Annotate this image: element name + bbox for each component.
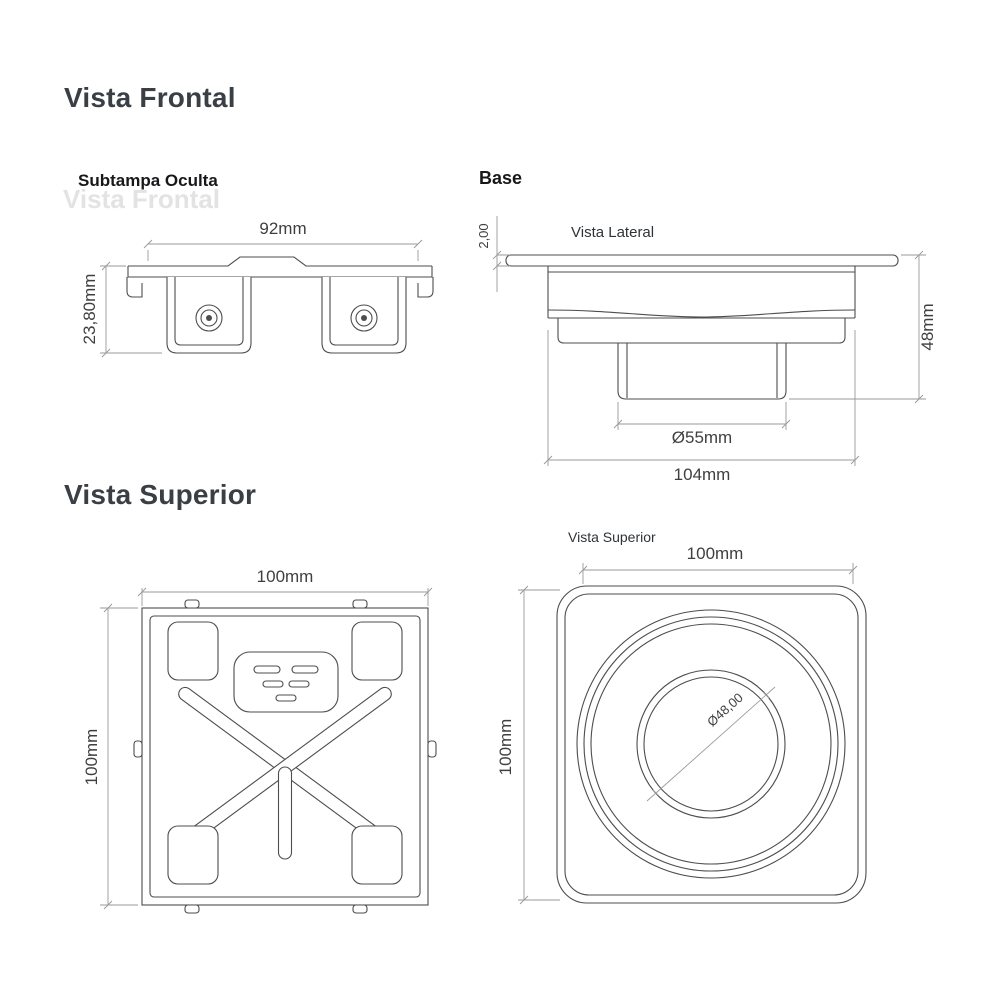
watermark-vista-frontal: Vista Frontal xyxy=(63,184,221,214)
superior-left-dimensions: 100mm 100mm xyxy=(82,567,433,910)
frontal-right-bolt-icon xyxy=(361,315,367,321)
frontal-view-drawing xyxy=(126,256,434,354)
lateral-view-drawing xyxy=(505,254,899,400)
label-subtampa-oculta: Subtampa Oculta xyxy=(78,171,218,190)
heading-vista-superior: Vista Superior xyxy=(64,479,257,510)
superior-right-height-dimension: 100mm xyxy=(496,719,515,776)
frontal-view-dimensions: 92mm 23,80mm xyxy=(80,219,423,358)
superior-right-width-dimension: 100mm xyxy=(687,544,744,563)
lateral-flange-thickness-dimension: 2,00 xyxy=(476,223,491,248)
lateral-height-dimension: 48mm xyxy=(918,303,937,350)
frontal-left-bolt-icon xyxy=(206,315,212,321)
frontal-height-dimension: 23,80mm xyxy=(80,274,99,345)
heading-vista-frontal: Vista Frontal xyxy=(64,82,236,113)
label-vista-superior-detail: Vista Superior xyxy=(568,529,656,545)
superior-right-dimensions: 100mm 100mm xyxy=(496,544,858,905)
lateral-view-dimensions: 2,00 48mm Ø55mm 104mm xyxy=(476,216,937,484)
label-base: Base xyxy=(479,168,523,188)
superior-left-width-dimension: 100mm xyxy=(257,567,314,586)
lateral-outlet-diameter-dimension: Ø55mm xyxy=(672,428,732,447)
superior-left-drawing xyxy=(133,599,437,914)
label-vista-lateral: Vista Lateral xyxy=(571,224,655,241)
superior-right-drawing: Ø48,00 xyxy=(556,585,867,904)
lateral-width-dimension: 104mm xyxy=(674,465,731,484)
superior-left-height-dimension: 100mm xyxy=(82,729,101,786)
frontal-width-dimension: 92mm xyxy=(259,219,306,238)
